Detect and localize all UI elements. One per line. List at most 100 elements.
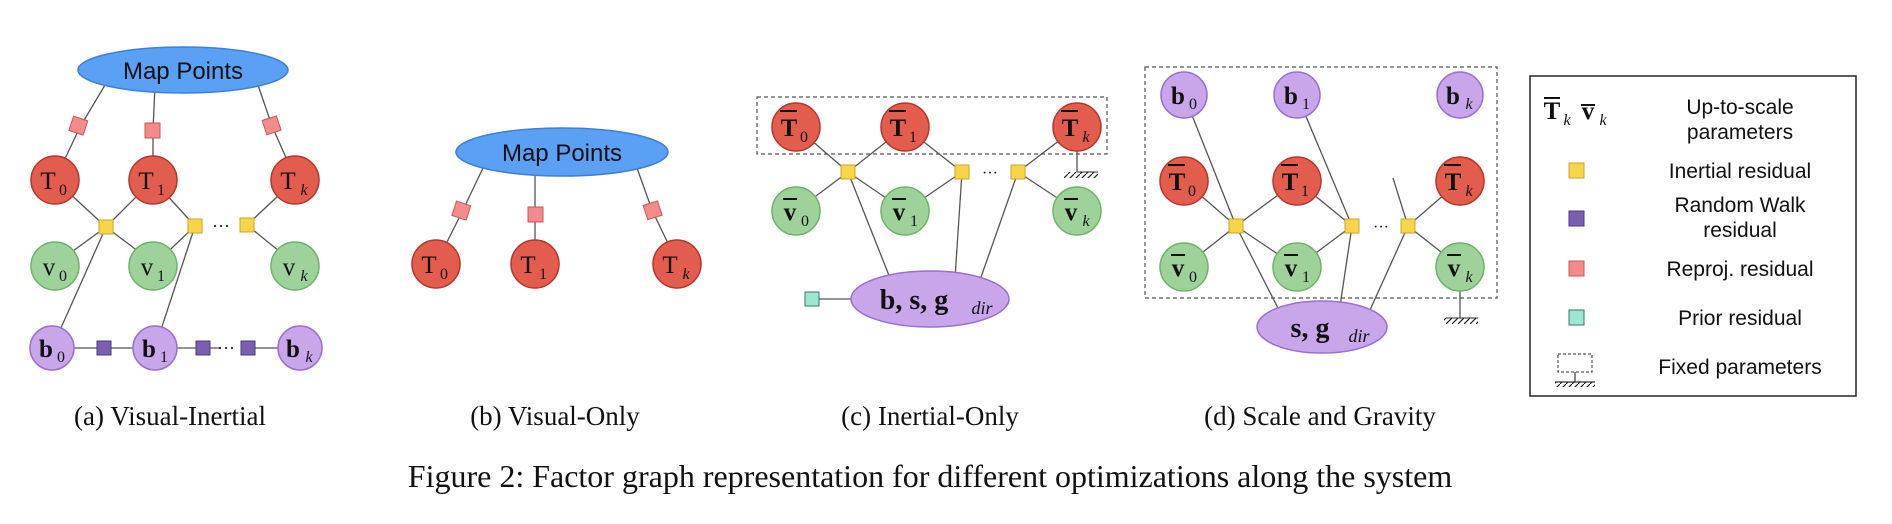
caption-a: (a) Visual-Inertial xyxy=(74,401,266,431)
svg-text:v: v xyxy=(1172,255,1185,282)
svg-text:T: T xyxy=(1544,98,1561,125)
legend-fixed-symbol xyxy=(1555,353,1595,387)
velocity-node-v0-bar: v 0 xyxy=(771,186,821,236)
reproj-factor xyxy=(642,200,663,221)
panel-a-edges xyxy=(51,84,300,349)
svg-text:1: 1 xyxy=(157,268,165,285)
svg-text:0: 0 xyxy=(59,182,67,199)
inertial-factor xyxy=(98,219,114,235)
svg-text:0: 0 xyxy=(1188,183,1196,200)
legend-params-symbol: T k v k xyxy=(1544,97,1607,129)
svg-text:k: k xyxy=(682,266,690,283)
scale-gravity-node: s, g dir xyxy=(1256,300,1388,354)
caption-d: (d) Scale and Gravity xyxy=(1204,401,1436,431)
svg-text:1: 1 xyxy=(539,266,547,283)
svg-text:0: 0 xyxy=(1189,269,1197,286)
panel-d-edges xyxy=(1183,94,1478,319)
svg-text:1: 1 xyxy=(157,182,165,199)
legend-label: parameters xyxy=(1687,121,1793,144)
legend-label: Fixed parameters xyxy=(1658,356,1821,379)
velocity-node-v1: v 1 xyxy=(128,241,178,291)
svg-text:0: 0 xyxy=(800,129,808,146)
legend: T k v k Up-to-scale parameters Inertial … xyxy=(1529,75,1857,397)
legend-label: Inertial residual xyxy=(1669,160,1811,183)
svg-text:T: T xyxy=(890,115,907,142)
panel-d-scale-gravity: b 0 b 1 b k T 0 T 1 T k xyxy=(1144,66,1498,431)
svg-text:T: T xyxy=(40,168,55,195)
legend-label: residual xyxy=(1703,219,1777,242)
svg-text:1: 1 xyxy=(910,213,918,230)
bias-node-b1: b 1 xyxy=(132,325,178,371)
svg-text:b, s, g: b, s, g xyxy=(880,285,948,316)
svg-text:T: T xyxy=(1282,169,1299,196)
reproj-factor xyxy=(144,122,161,139)
map-points-label: Map Points xyxy=(123,58,243,85)
inertial-factor xyxy=(1344,218,1360,234)
bias-node-bk: b k xyxy=(277,325,323,371)
pose-node-t0: T 0 xyxy=(30,155,80,205)
random-walk-factor xyxy=(240,340,256,356)
svg-text:T: T xyxy=(1062,115,1079,142)
fixed-ground-symbol xyxy=(1444,318,1478,324)
svg-text:v: v xyxy=(43,254,56,281)
svg-text:T: T xyxy=(280,168,295,195)
svg-text:v: v xyxy=(893,199,906,226)
velocity-node-vk-bar: v k xyxy=(1435,242,1485,292)
pose-node-t0: T 0 xyxy=(411,239,461,289)
ellipsis: ··· xyxy=(982,165,998,182)
caption-b: (b) Visual-Only xyxy=(470,401,640,431)
svg-text:k: k xyxy=(1465,96,1473,113)
svg-text:v: v xyxy=(1448,255,1461,282)
svg-text:k: k xyxy=(305,349,313,366)
pose-node-t0-bar: T 0 xyxy=(771,102,821,152)
panel-a-visual-inertial: Map Points T 0 T 1 T k ··· v 0 xyxy=(29,46,323,431)
pose-node-t1: T 1 xyxy=(510,239,560,289)
svg-text:v: v xyxy=(141,254,154,281)
legend-label: Up-to-scale xyxy=(1686,96,1793,119)
svg-text:0: 0 xyxy=(57,349,65,366)
velocity-node-v0: v 0 xyxy=(30,241,80,291)
svg-text:v: v xyxy=(1582,98,1595,125)
bias-node-b0: b 0 xyxy=(29,325,75,371)
inertial-factor xyxy=(1400,218,1416,234)
inertial-factor xyxy=(239,217,255,233)
pose-node-t1-bar: T 1 xyxy=(1272,156,1322,206)
svg-text:0: 0 xyxy=(801,213,809,230)
svg-text:dir: dir xyxy=(971,298,993,318)
pose-node-tk-bar: T k xyxy=(1052,102,1102,152)
svg-text:k: k xyxy=(1465,183,1473,200)
bias-node-b1: b 1 xyxy=(1273,71,1321,119)
legend-reproj-swatch xyxy=(1568,260,1585,277)
ellipsis: ··· xyxy=(217,338,235,358)
svg-text:1: 1 xyxy=(160,349,168,366)
legend-label: Random Walk xyxy=(1674,194,1806,217)
svg-text:dir: dir xyxy=(1348,326,1370,346)
svg-text:T: T xyxy=(1445,169,1462,196)
inertial-factor xyxy=(187,218,203,234)
fixed-parameters-box xyxy=(1144,66,1498,299)
svg-text:k: k xyxy=(1465,269,1473,286)
fixed-parameters-box xyxy=(756,96,1108,155)
svg-text:k: k xyxy=(1082,129,1090,146)
inertial-factor xyxy=(1228,218,1244,234)
legend-box xyxy=(1529,75,1857,397)
svg-text:b: b xyxy=(142,336,156,363)
caption-c: (c) Inertial-Only xyxy=(841,401,1019,431)
svg-text:b: b xyxy=(39,336,53,363)
svg-text:k: k xyxy=(1082,213,1090,230)
svg-text:T: T xyxy=(138,168,153,195)
legend-prior-swatch xyxy=(1568,309,1585,326)
svg-text:b: b xyxy=(1446,83,1460,110)
reproj-factor xyxy=(451,200,472,221)
svg-text:T: T xyxy=(1169,169,1186,196)
map-points-label: Map Points xyxy=(502,140,622,167)
svg-text:k: k xyxy=(300,268,308,285)
inertial-factor xyxy=(840,164,856,180)
inertial-factor xyxy=(1010,164,1026,180)
panel-c-edges xyxy=(795,126,1098,300)
ellipsis: ··· xyxy=(1373,219,1389,236)
legend-label: Reproj. residual xyxy=(1666,258,1813,281)
ellipsis: ··· xyxy=(212,216,230,236)
random-walk-factor xyxy=(195,340,211,356)
svg-text:s, g: s, g xyxy=(1291,313,1330,344)
